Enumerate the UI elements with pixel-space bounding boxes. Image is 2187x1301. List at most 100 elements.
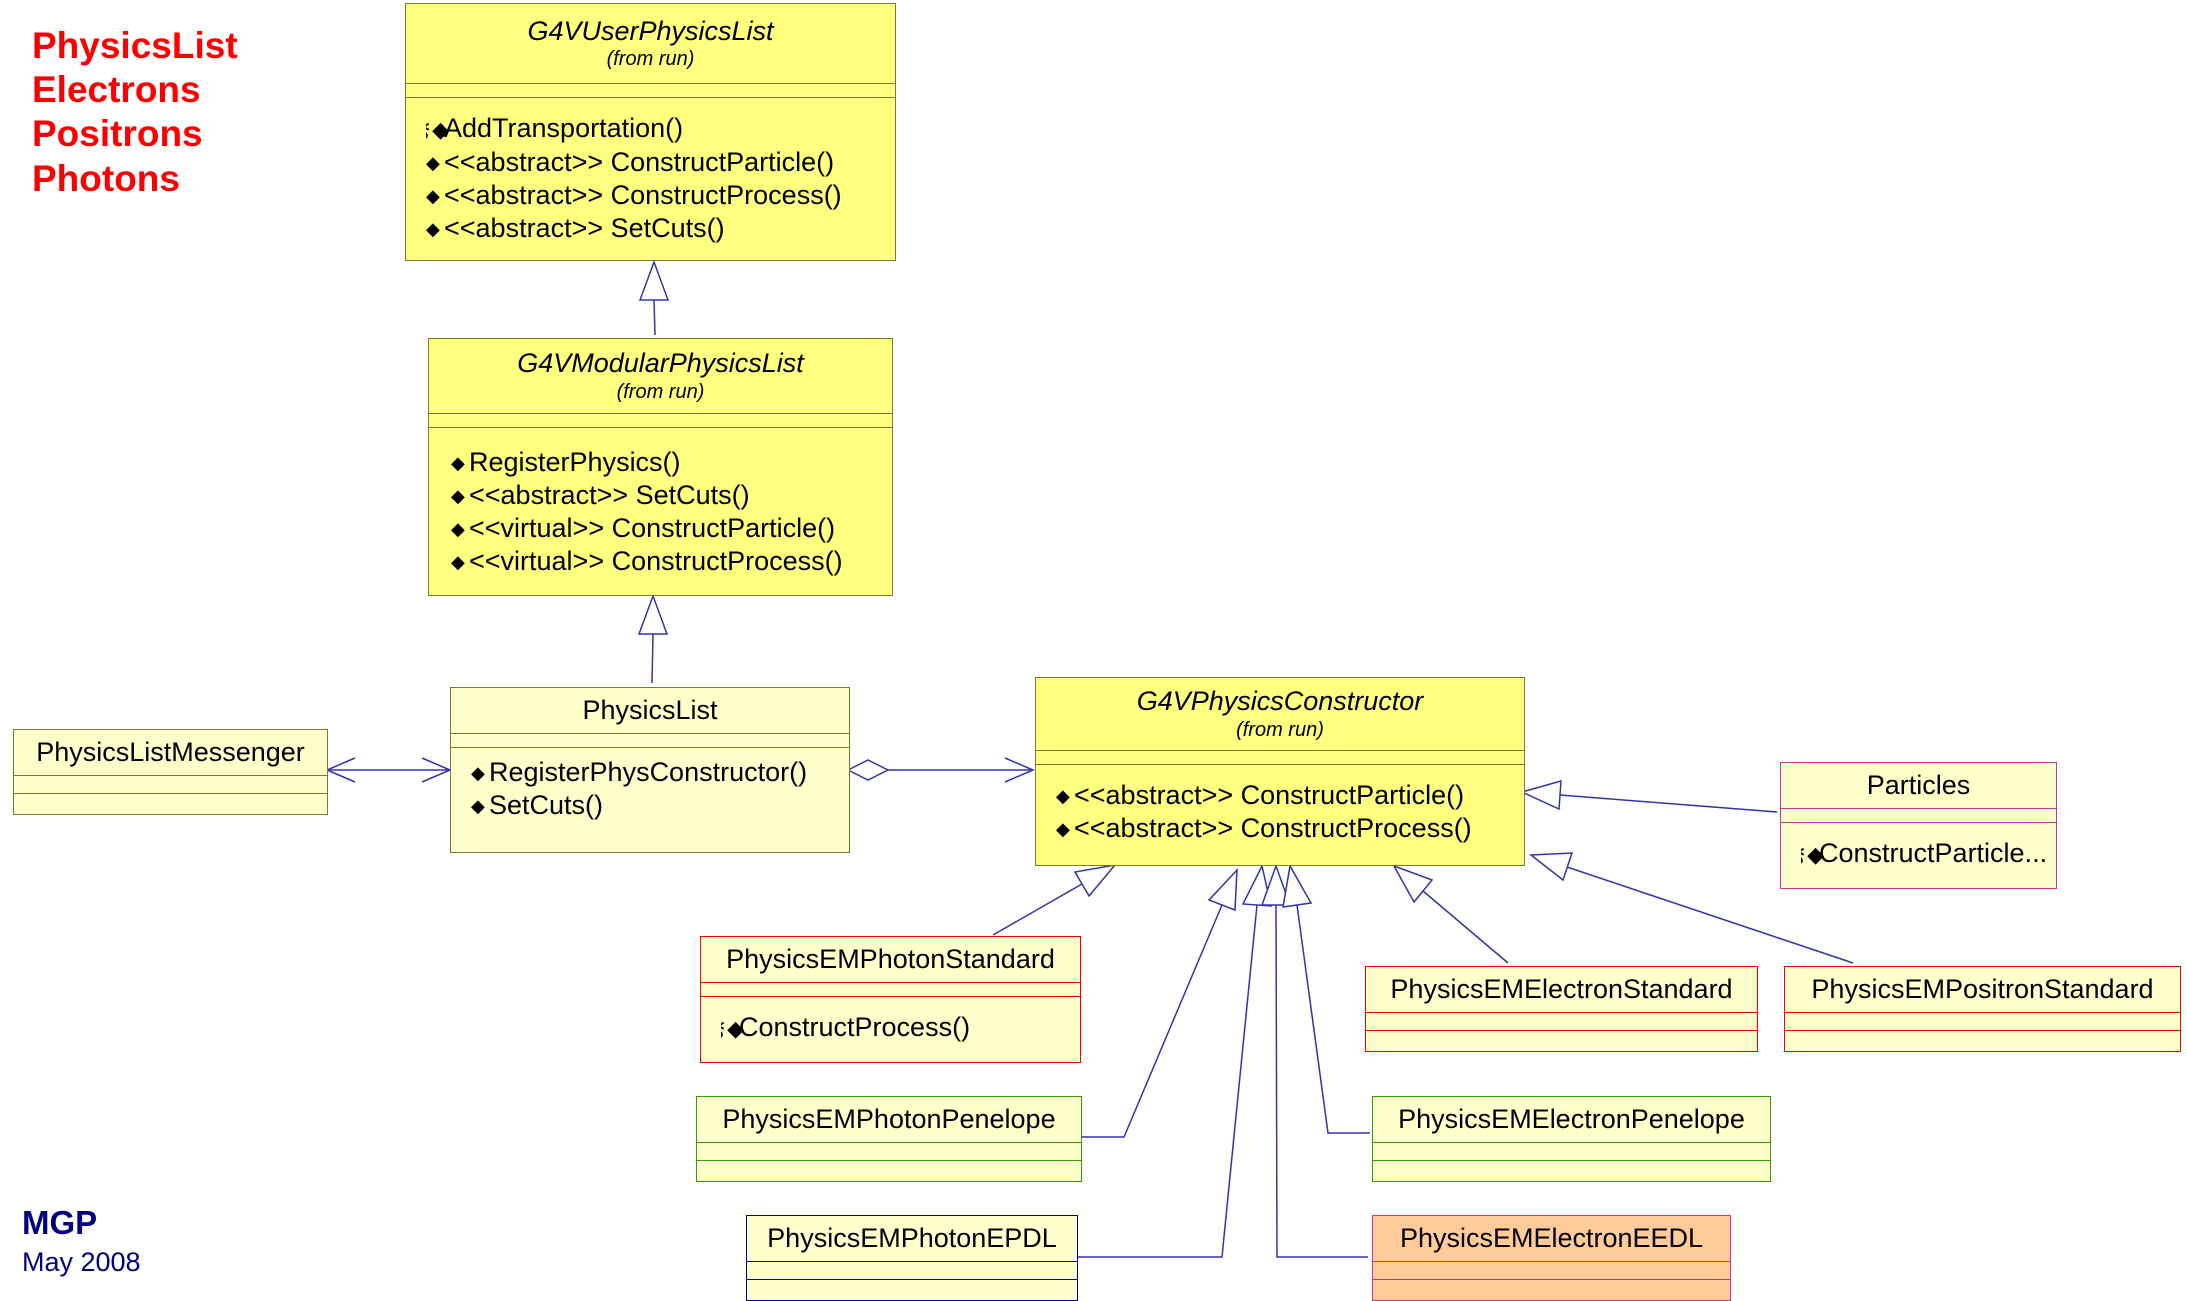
class-name: G4VModularPhysicsList	[517, 348, 804, 379]
class-g4vuserphysicslist[interactable]: G4VUserPhysicsList (from run) ⚷◆AddTrans…	[405, 3, 896, 261]
class-header: G4VModularPhysicsList (from run)	[429, 339, 892, 414]
signature-date: May 2008	[22, 1247, 141, 1277]
class-physicslistmessenger[interactable]: PhysicsListMessenger	[13, 729, 328, 815]
diamond-icon: ◆	[426, 186, 440, 206]
edge-particles	[1559, 794, 1778, 813]
operation: ◆<<virtual>> ConstructProcess()	[451, 546, 843, 576]
class-name: PhysicsEMPhotonEPDL	[767, 1222, 1057, 1253]
operations-compartment	[1373, 1280, 1730, 1300]
class-name: PhysicsEMElectronStandard	[1390, 973, 1733, 1004]
attributes-compartment	[1785, 1013, 2180, 1031]
class-name: G4VUserPhysicsList	[527, 15, 774, 46]
class-name: PhysicsListMessenger	[36, 736, 305, 767]
class-physicsemphotonstandard[interactable]: PhysicsEMPhotonStandard ⚷◆ConstructProce…	[700, 936, 1081, 1063]
class-physicsemelectronstandard[interactable]: PhysicsEMElectronStandard	[1365, 966, 1758, 1052]
class-header: G4VUserPhysicsList (from run)	[406, 4, 895, 84]
operations-compartment: ◆<<abstract>> ConstructParticle() ◆<<abs…	[1036, 765, 1524, 865]
attributes-compartment	[701, 983, 1080, 997]
diamond-icon: ◆	[451, 453, 465, 473]
class-physicslist[interactable]: PhysicsList ◆RegisterPhysConstructor() ◆…	[450, 687, 850, 853]
key-diamond-icon: ⚷◆	[426, 117, 450, 142]
edge-positron-standard	[1566, 866, 1854, 964]
generalization-arrowhead	[1519, 779, 1562, 811]
package-label: (from run)	[606, 48, 695, 71]
title-physicslist: PhysicsList	[32, 25, 238, 66]
class-header: PhysicsEMPositronStandard	[1785, 967, 2180, 1013]
operation: ◆<<abstract>> SetCuts()	[426, 213, 725, 243]
key-diamond-icon: ⚷◆	[721, 1016, 745, 1041]
attributes-compartment	[1373, 1143, 1770, 1161]
class-physicsemphotonpenelope[interactable]: PhysicsEMPhotonPenelope	[696, 1096, 1082, 1182]
attributes-compartment	[451, 734, 849, 748]
class-g4vphysicsconstructor[interactable]: G4VPhysicsConstructor (from run) ◆<<abst…	[1035, 677, 1525, 866]
class-name: PhysicsEMElectronPenelope	[1398, 1103, 1745, 1134]
class-name: G4VPhysicsConstructor	[1136, 686, 1424, 717]
operation: ◆RegisterPhysics()	[451, 447, 681, 477]
class-header: PhysicsEMPhotonEPDL	[747, 1216, 1077, 1262]
class-header: Particles	[1781, 763, 2056, 809]
generalization-arrowhead	[1241, 863, 1272, 907]
class-name: Particles	[1866, 769, 1971, 800]
package-label: (from run)	[1236, 718, 1324, 741]
class-physicsemelectroneedl[interactable]: PhysicsEMElectronEEDL	[1372, 1215, 1731, 1301]
generalization-arrowhead	[1207, 867, 1238, 912]
operations-compartment: ⚷◆ConstructProcess()	[701, 997, 1080, 1062]
edge-photon-standard	[992, 883, 1083, 936]
edge-photon-penelope	[1080, 904, 1223, 1138]
diamond-icon: ◆	[1056, 819, 1070, 839]
key-diamond-icon: ⚷◆	[1801, 842, 1825, 867]
attributes-compartment	[14, 776, 327, 794]
class-name: PhysicsEMElectronEEDL	[1399, 1222, 1704, 1253]
diamond-icon: ◆	[1056, 786, 1070, 806]
class-header: G4VPhysicsConstructor (from run)	[1036, 678, 1524, 751]
class-name: PhysicsList	[582, 694, 718, 725]
diamond-icon: ◆	[426, 153, 440, 173]
operation: ⚷◆ConstructParticle...	[1801, 837, 2051, 871]
diamond-icon: ◆	[451, 552, 465, 572]
class-header: PhysicsEMElectronEEDL	[1373, 1216, 1730, 1262]
operations-compartment	[1785, 1031, 2180, 1051]
operations-compartment	[747, 1280, 1077, 1300]
attributes-compartment	[406, 84, 895, 98]
operation: ⚷◆ConstructProcess()	[721, 1011, 1080, 1045]
class-header: PhysicsList	[451, 688, 849, 734]
open-arrowhead	[1004, 757, 1035, 783]
operation: ◆<<abstract>> ConstructProcess()	[426, 180, 842, 210]
attributes-compartment	[1781, 809, 2056, 823]
class-g4vmodularphysicslist[interactable]: G4VModularPhysicsList (from run) ◆Regist…	[428, 338, 893, 596]
edge-electron-eedl	[1275, 904, 1368, 1258]
operation: ◆<<virtual>> ConstructParticle()	[451, 513, 836, 543]
class-header: PhysicsEMElectronPenelope	[1373, 1097, 1770, 1143]
edge-electron-penelope	[1296, 904, 1370, 1134]
attributes-compartment	[429, 414, 892, 428]
class-header: PhysicsEMPhotonStandard	[701, 937, 1080, 983]
diamond-icon: ◆	[471, 763, 485, 783]
signature-author: MGP	[22, 1204, 98, 1241]
generalization-arrowhead	[1282, 863, 1313, 908]
title-electrons: Electrons	[32, 69, 201, 110]
operations-compartment	[14, 794, 327, 814]
attributes-compartment	[1373, 1262, 1730, 1280]
class-header: PhysicsListMessenger	[14, 730, 327, 776]
class-physicsempositronstandard[interactable]: PhysicsEMPositronStandard	[1784, 966, 2181, 1052]
operations-compartment: ⚷◆ConstructParticle...	[1781, 823, 2056, 888]
operations-compartment	[1373, 1161, 1770, 1181]
class-name: PhysicsEMPhotonPenelope	[722, 1103, 1056, 1134]
class-physicsemphotonepdl[interactable]: PhysicsEMPhotonEPDL	[746, 1215, 1078, 1301]
edge-physicslist-to-modular	[651, 633, 654, 684]
operation: ◆<<abstract>> SetCuts()	[451, 480, 750, 510]
edge-electron-standard	[1422, 890, 1509, 964]
diamond-icon: ◆	[451, 486, 465, 506]
edge-modular-to-user	[653, 299, 656, 336]
operation: ◆<<abstract>> ConstructParticle()	[1056, 780, 1465, 810]
aggregation-diamond	[846, 759, 890, 781]
operations-compartment	[1366, 1031, 1757, 1051]
class-particles[interactable]: Particles ⚷◆ConstructParticle...	[1780, 762, 2057, 889]
title-photons: Photons	[32, 158, 180, 199]
operations-compartment	[697, 1161, 1081, 1181]
diamond-icon: ◆	[426, 219, 440, 239]
generalization-arrowhead	[1528, 852, 1574, 882]
attributes-compartment	[1036, 751, 1524, 765]
class-physicsemelectronpenelope[interactable]: PhysicsEMElectronPenelope	[1372, 1096, 1771, 1182]
attributes-compartment	[1366, 1013, 1757, 1031]
